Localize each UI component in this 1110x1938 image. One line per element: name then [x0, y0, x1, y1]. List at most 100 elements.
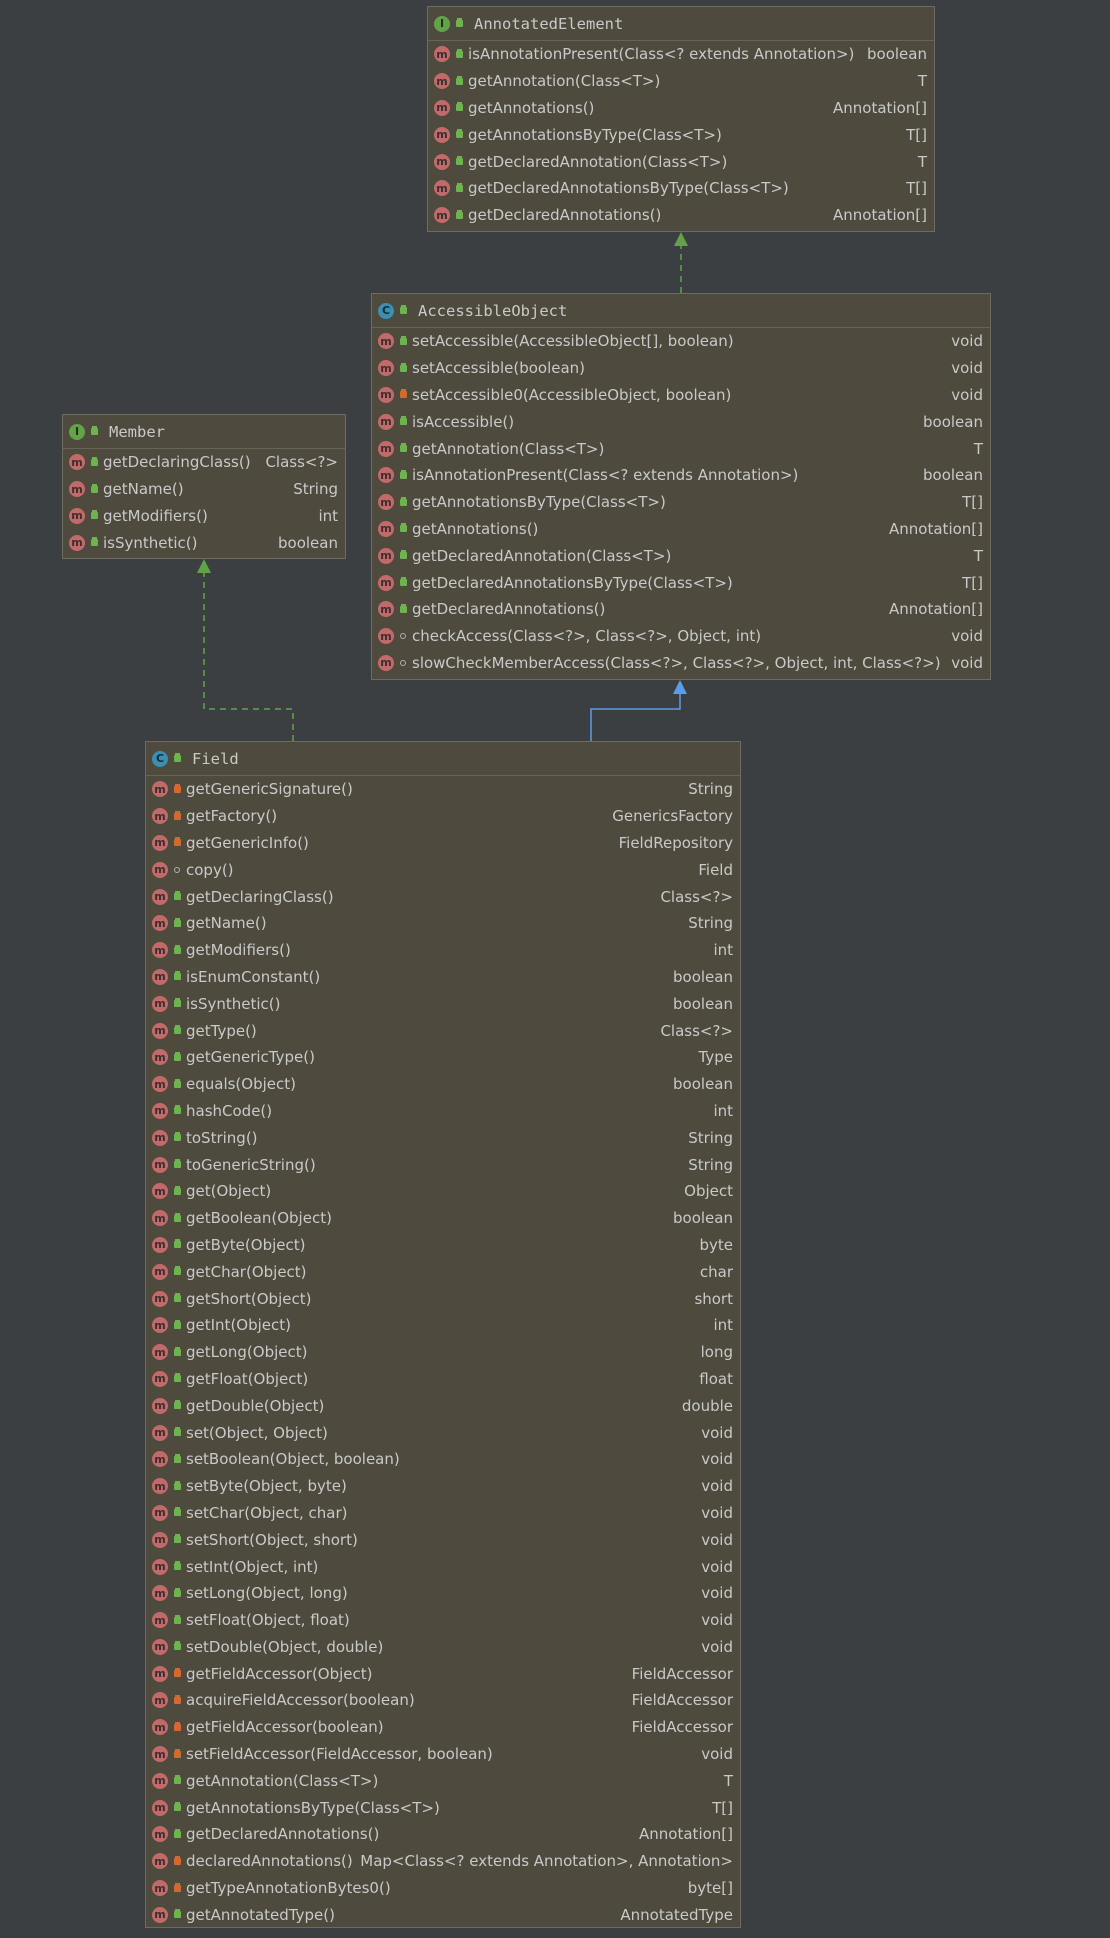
public-visibility-icon [172, 1293, 182, 1305]
method-name: getGenericSignature() [186, 780, 353, 799]
method-name: getBoolean(Object) [186, 1209, 332, 1228]
method-icon: m [152, 1022, 168, 1039]
method-return-type: T[] [906, 179, 927, 198]
method-name: getInt(Object) [186, 1316, 291, 1335]
method-return-type: String [688, 914, 733, 933]
method-return-type: void [701, 1557, 733, 1576]
public-visibility-icon [398, 416, 408, 428]
private-visibility-icon [172, 1694, 182, 1706]
method-icon: m [152, 968, 168, 985]
private-visibility-icon [172, 810, 182, 822]
method-icon: m [152, 1344, 168, 1361]
public-visibility-icon [398, 362, 408, 374]
method-return-type: int [713, 941, 733, 960]
method-return-type: String [688, 1155, 733, 1174]
method-name: setAccessible(AccessibleObject[], boolea… [412, 332, 734, 351]
public-visibility-icon [172, 753, 182, 765]
method-return-type: String [688, 1128, 733, 1147]
method-name: acquireFieldAccessor(boolean) [186, 1691, 415, 1710]
public-visibility-icon [172, 1614, 182, 1626]
private-visibility-icon [172, 1668, 182, 1680]
method-icon: m [152, 1612, 168, 1629]
method-icon: m [152, 942, 168, 959]
method-name: setBoolean(Object, boolean) [186, 1450, 400, 1469]
method-name: getAnnotations() [468, 98, 595, 117]
accessible-object-title: AccessibleObject [418, 301, 568, 320]
method-name: getType() [186, 1021, 257, 1040]
method-name: getDouble(Object) [186, 1396, 325, 1415]
